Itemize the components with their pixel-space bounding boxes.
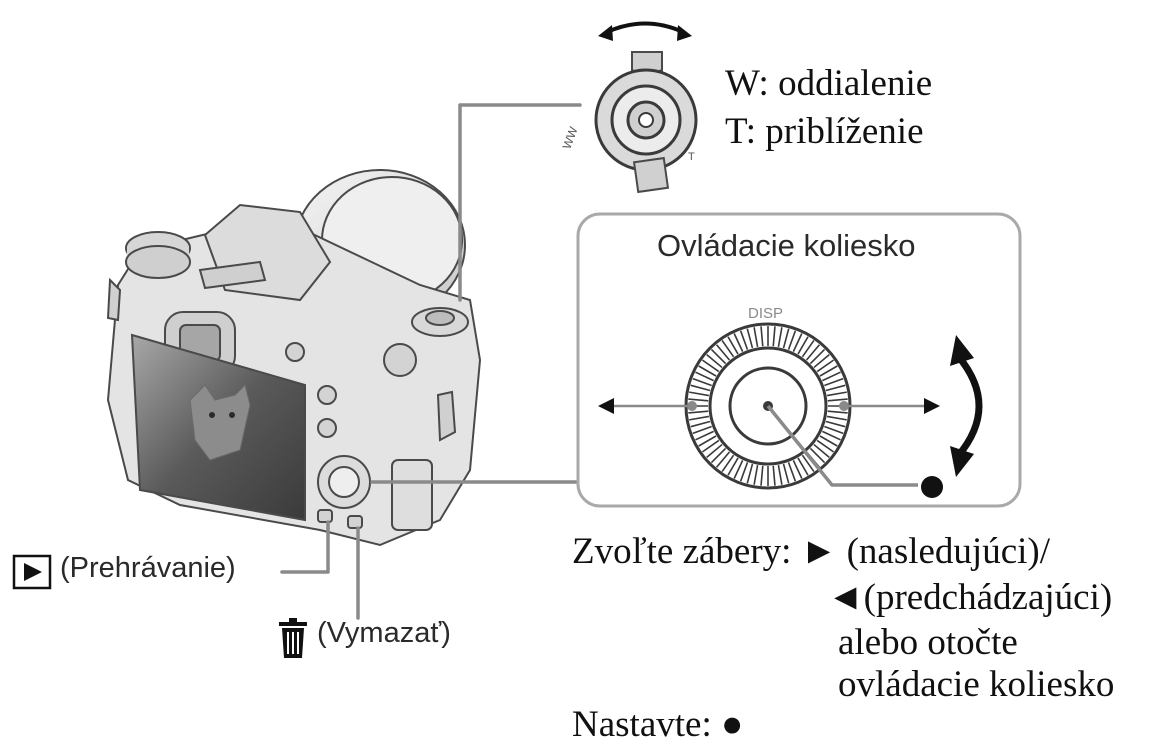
wheel-ridge	[809, 348, 826, 365]
control-wheel-title: Ovládacie koliesko	[657, 228, 916, 263]
wheel-ridge	[782, 328, 790, 349]
wheel-ridge	[760, 465, 764, 486]
wheel-ridge	[690, 420, 711, 428]
wheel-ridge	[824, 425, 844, 435]
wheel-ridge	[819, 365, 838, 377]
wheel-ridge	[727, 457, 739, 476]
zoom-out-label: W: oddialenie	[725, 63, 933, 104]
wheel-ridge	[801, 454, 815, 472]
wheel-ridge	[787, 462, 797, 482]
wheel-ridge	[698, 365, 717, 377]
wheel-ridge	[825, 384, 846, 392]
wheel-ridge	[753, 327, 759, 348]
wheel-ridge	[797, 457, 809, 476]
wheel-ridge	[721, 454, 735, 472]
wheel-ridge	[702, 359, 720, 373]
select-instruction-line-1: Zvoľte zábery: ► (nasledujúci)/	[572, 531, 1051, 572]
wheel-ridge	[822, 430, 841, 441]
wheel-ridge	[819, 435, 838, 447]
zoom-lever-detail: WW T	[560, 21, 698, 194]
wheel-ridge	[801, 340, 815, 358]
wheel-ridge	[695, 430, 714, 441]
wheel-ridge	[690, 384, 711, 392]
wheel-ridge	[706, 443, 723, 459]
wheel-ridge	[746, 463, 754, 484]
playback-label: (Prehrávanie)	[60, 552, 236, 584]
wheel-ridge	[695, 371, 714, 382]
wheel-ridge	[822, 371, 841, 382]
wheel-ridge	[706, 353, 723, 369]
trash-icon	[279, 618, 307, 658]
wheel-ridge	[816, 359, 834, 373]
wheel-ridge	[782, 463, 790, 484]
wheel-ridge	[826, 415, 847, 421]
zoom-callout-line	[458, 103, 582, 302]
wheel-ridge	[689, 415, 710, 421]
wheel-ridge	[777, 327, 783, 348]
rotate-arrow-icon	[606, 21, 684, 34]
wheel-ridge	[824, 377, 844, 387]
wheel-ridge	[715, 451, 731, 468]
select-instruction-line-4: ovládacie koliesko	[838, 664, 1115, 705]
wheel-ridge	[692, 377, 712, 387]
wheel-ridge	[777, 464, 783, 485]
wheel-ridge	[715, 344, 731, 361]
wheel-ridge	[702, 439, 720, 453]
wheel-ridge	[739, 330, 749, 350]
wheel-ridge	[710, 447, 727, 464]
wheel-ridge	[710, 348, 727, 365]
wheel-ridge	[827, 398, 848, 402]
control-wheel-panel	[576, 212, 1022, 508]
wheel-ridge	[772, 465, 776, 486]
wheel-ridge	[826, 391, 847, 397]
wheel-ridge	[721, 340, 735, 358]
wheel-ridge	[733, 460, 744, 479]
callout-lines	[280, 103, 582, 620]
set-instruction: Nastavte: ●	[572, 704, 744, 745]
wheel-ridge	[792, 333, 803, 352]
wheel-ridge	[746, 328, 754, 349]
playback-icon	[12, 554, 52, 590]
wheel-ridge	[772, 326, 776, 347]
playback-callout-line	[280, 520, 330, 574]
wheel-ridge	[825, 420, 846, 428]
wheel-ridge	[805, 344, 821, 361]
wheel-ridge	[792, 460, 803, 479]
select-instruction-line-2: ◄(predchádzajúci)	[827, 577, 1113, 618]
camera-illustration	[106, 169, 482, 547]
wheel-ridge	[813, 353, 830, 369]
wheel-ridge	[698, 435, 717, 447]
svg-text:WW: WW	[560, 124, 581, 151]
wheel-ridge	[809, 447, 826, 464]
wheel-ridge	[739, 462, 749, 482]
wheel-ridge	[813, 443, 830, 459]
wheel-ridge	[688, 410, 709, 414]
wheel-ridge	[727, 336, 739, 355]
svg-text:T: T	[688, 151, 695, 163]
wheel-ridge	[689, 391, 710, 397]
select-instruction-line-3: alebo otočte	[838, 622, 1018, 663]
disp-label: DISP	[748, 305, 784, 322]
left-arrow-icon	[598, 398, 614, 414]
right-arrow-icon	[924, 398, 940, 414]
zoom-in-label: T: priblíženie	[725, 111, 924, 152]
wheel-ridge	[753, 464, 759, 485]
center-dot-icon	[921, 476, 943, 498]
rotate-arrows-icon	[955, 353, 983, 459]
wheel-ridge	[688, 398, 709, 402]
wheel-ridge	[760, 326, 764, 347]
wheel-ridge	[797, 336, 809, 355]
wheel-ridge	[827, 410, 848, 414]
wheel-ridge	[692, 425, 712, 435]
delete-label: (Vymazať)	[317, 617, 451, 649]
wheel-ridge	[733, 333, 744, 352]
wheel-ridge	[816, 439, 834, 453]
wheel-ridge	[787, 330, 797, 350]
